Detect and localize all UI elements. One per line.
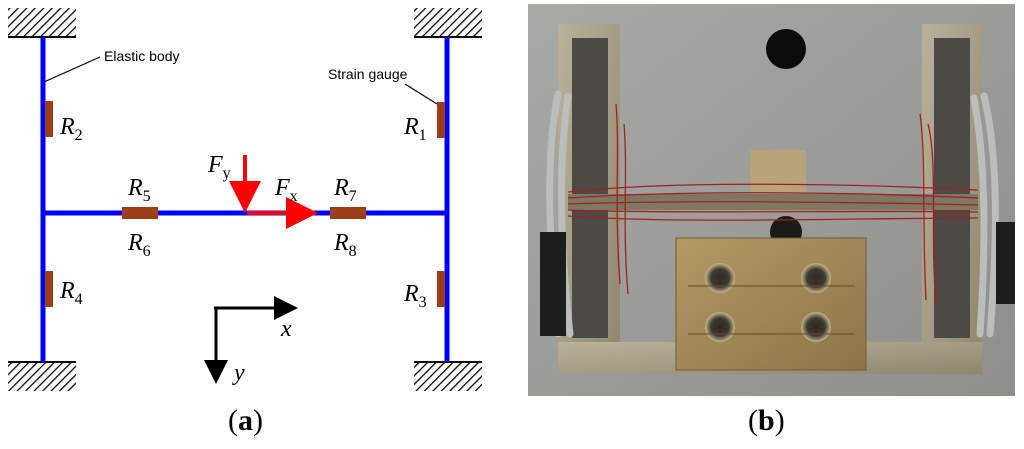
label-r5: R5 [127, 175, 151, 205]
gauge-r5-r6 [122, 207, 158, 219]
support-top-left [8, 8, 76, 38]
schematic-diagram: Elastic body Strain gauge R2 R1 R4 R3 R5… [8, 8, 482, 391]
strain-gauge-leader [404, 83, 438, 105]
label-r7: R7 [333, 175, 357, 205]
gauge-r1 [437, 102, 445, 138]
label-r4: R4 [59, 278, 83, 308]
caption-b-close: ) [774, 404, 785, 437]
axis-x-label: x [280, 316, 292, 342]
gauge-r7-r8 [330, 207, 366, 219]
label-r3: R3 [403, 281, 427, 311]
caption-b-letter: b [758, 404, 775, 437]
caption-a-close: ) [253, 404, 263, 437]
label-r6: R6 [127, 230, 151, 260]
caption-a: (a) [228, 404, 263, 438]
caption-b: (b) [748, 404, 785, 438]
label-r8: R8 [333, 230, 357, 260]
gauge-r2 [45, 101, 53, 137]
label-r2: R2 [59, 114, 83, 144]
gauge-r3 [437, 271, 445, 307]
label-fy: Fy [207, 152, 231, 182]
gauge-r4 [45, 271, 53, 307]
axis-y-label: y [232, 360, 245, 386]
label-fx: Fx [274, 175, 298, 205]
support-bottom-right [414, 361, 482, 391]
label-r1: R1 [403, 114, 427, 144]
elastic-body-leader [43, 56, 101, 83]
support-top-right [414, 8, 482, 38]
caption-a-letter: a [238, 404, 253, 437]
sensor-photograph [528, 4, 1015, 396]
elastic-body-label: Elastic body [104, 48, 179, 64]
support-bottom-left [8, 361, 76, 391]
caption-b-open: ( [748, 404, 758, 437]
strain-gauge-label: Strain gauge [328, 66, 408, 82]
caption-a-open: ( [228, 404, 238, 437]
